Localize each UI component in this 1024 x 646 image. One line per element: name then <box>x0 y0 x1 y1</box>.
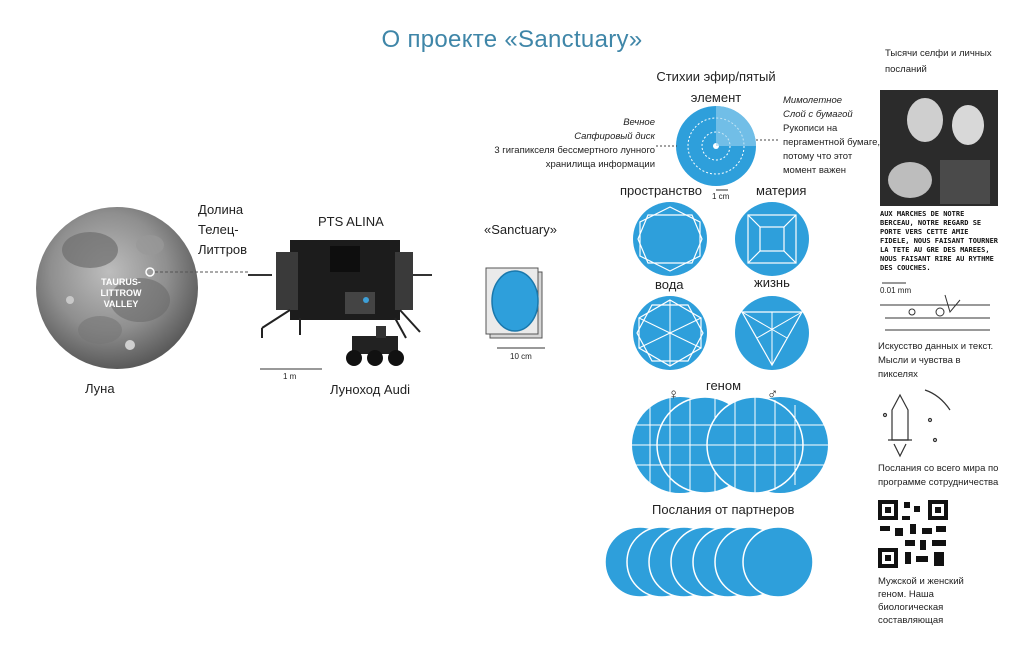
eternal-description: 3 гигапикселя бессмертного лунного храни… <box>494 145 655 170</box>
qr-code <box>878 500 948 568</box>
lander-scale-label: 1 m <box>283 372 297 381</box>
eternal-subheading: Сапфировый диск <box>574 131 655 142</box>
rover-image <box>346 326 404 366</box>
space-circle <box>633 202 707 276</box>
moon-label: Луна <box>85 381 115 396</box>
disk-scale-label: 1 cm <box>712 192 730 201</box>
genome-caption: Мужской и женский геном. Наша биологичес… <box>878 576 964 626</box>
sanctuary-scale-label: 10 cm <box>510 352 532 361</box>
selfies-caption: Тысячи селфи и личных посланий <box>885 48 992 75</box>
rocket-sketch <box>882 389 951 458</box>
space-label: пространство <box>620 183 703 198</box>
ephemeral-description: Рукописи на пергаментной бумаге, потому … <box>783 123 881 176</box>
ephemeral-subheading: Слой с бумагой <box>783 109 853 120</box>
partners-label: Послания от партнеров <box>652 502 795 517</box>
male-symbol: ♂ <box>767 386 779 403</box>
male-genome-circles <box>706 396 828 494</box>
messages-caption: Послания со всего мира по программе сотр… <box>878 463 999 488</box>
matter-circle <box>735 202 809 276</box>
lander-label: PTS ALINA <box>318 214 384 229</box>
valley-label: Долина Телец-Литтров <box>198 202 248 257</box>
life-label: жизнь <box>754 275 790 290</box>
sanctuary-disk-image <box>485 267 543 339</box>
data-art-caption: Искусство данных и текст. Мысли и чувств… <box>878 341 994 380</box>
partner-circles <box>604 526 814 598</box>
eternal-heading: Вечное <box>623 117 655 128</box>
aether-disk <box>676 106 756 186</box>
rover-label: Луноход Audi <box>330 382 410 397</box>
micro-scale-label: 0.01 mm <box>880 286 912 295</box>
moon-image <box>36 207 198 369</box>
female-symbol: ♀ <box>668 386 680 403</box>
landing-site-marker <box>145 267 155 277</box>
sanctuary-label: «Sanctuary» <box>484 222 557 237</box>
ephemeral-heading: Мимолетное <box>783 95 843 106</box>
line-art-drawing <box>880 294 990 331</box>
elements-header: Стихии эфир/пятый элемент <box>656 69 776 105</box>
lander-image <box>248 240 432 339</box>
photo-handwritten-text: AUX MARCHES DE NOTRE BERCEAU, NOTRE REGA… <box>880 210 999 272</box>
life-circle <box>735 296 809 370</box>
landing-site-label: TAURUS-LITTROW VALLEY <box>100 277 142 309</box>
matter-label: материя <box>756 183 807 198</box>
water-label: вода <box>655 277 684 292</box>
water-circle <box>633 296 707 370</box>
selfie-photo <box>880 90 998 206</box>
page-title: О проекте «Sanctuary» <box>381 26 643 53</box>
genome-label: геном <box>706 378 742 393</box>
